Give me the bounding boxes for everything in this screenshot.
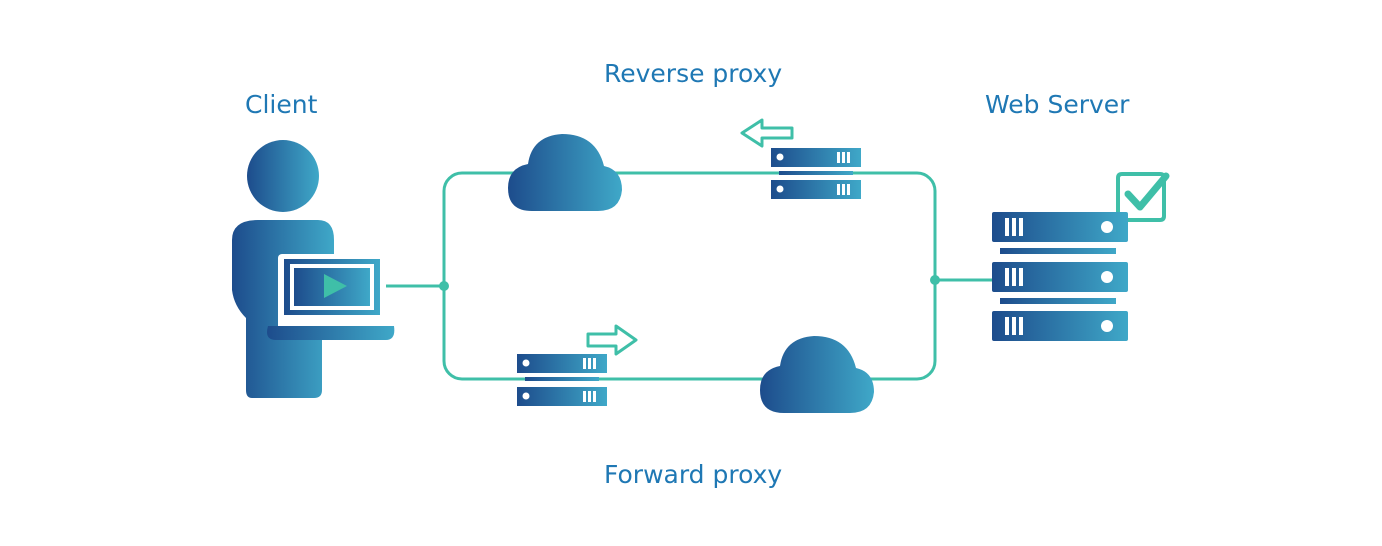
person-with-laptop-icon xyxy=(232,140,395,398)
arrow-right-icon xyxy=(586,324,638,356)
client-label: Client xyxy=(245,90,318,119)
arrow-left-icon xyxy=(740,118,794,148)
cloud-icon-bottom xyxy=(760,336,874,413)
junction-dot-right xyxy=(930,275,940,285)
connection-lines xyxy=(385,171,992,381)
cloud-icon-top xyxy=(508,134,622,211)
web-server-label: Web Server xyxy=(985,90,1130,119)
play-icon xyxy=(324,274,347,298)
junction-dot-left xyxy=(439,281,449,291)
reverse-proxy-label: Reverse proxy xyxy=(604,59,783,88)
reverse-proxy-server-icon xyxy=(771,148,861,199)
server-stack-icon xyxy=(992,212,1128,341)
forward-proxy-label: Forward proxy xyxy=(604,460,783,489)
forward-proxy-server-icon xyxy=(517,354,607,406)
